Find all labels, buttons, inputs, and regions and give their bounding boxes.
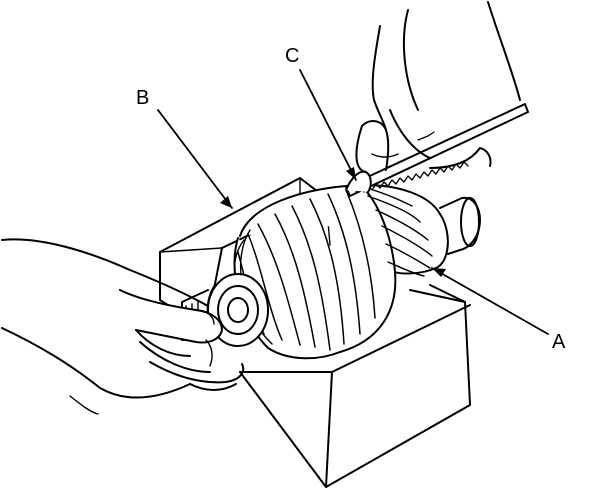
armature-core bbox=[233, 183, 449, 360]
leader-b bbox=[157, 109, 233, 209]
label-b: B bbox=[136, 87, 149, 109]
label-a: A bbox=[552, 331, 566, 353]
label-c: C bbox=[285, 45, 299, 67]
arrowhead-b bbox=[220, 196, 232, 208]
left-hand bbox=[1, 238, 245, 415]
leader-c bbox=[299, 69, 357, 181]
leader-lines bbox=[157, 69, 549, 335]
leader-a bbox=[431, 267, 549, 335]
arrowhead-a bbox=[432, 268, 446, 277]
leader-arrowheads bbox=[220, 167, 446, 277]
right-hand bbox=[345, 1, 521, 193]
hacksaw-blade bbox=[345, 103, 529, 197]
arrowhead-c bbox=[346, 167, 356, 180]
